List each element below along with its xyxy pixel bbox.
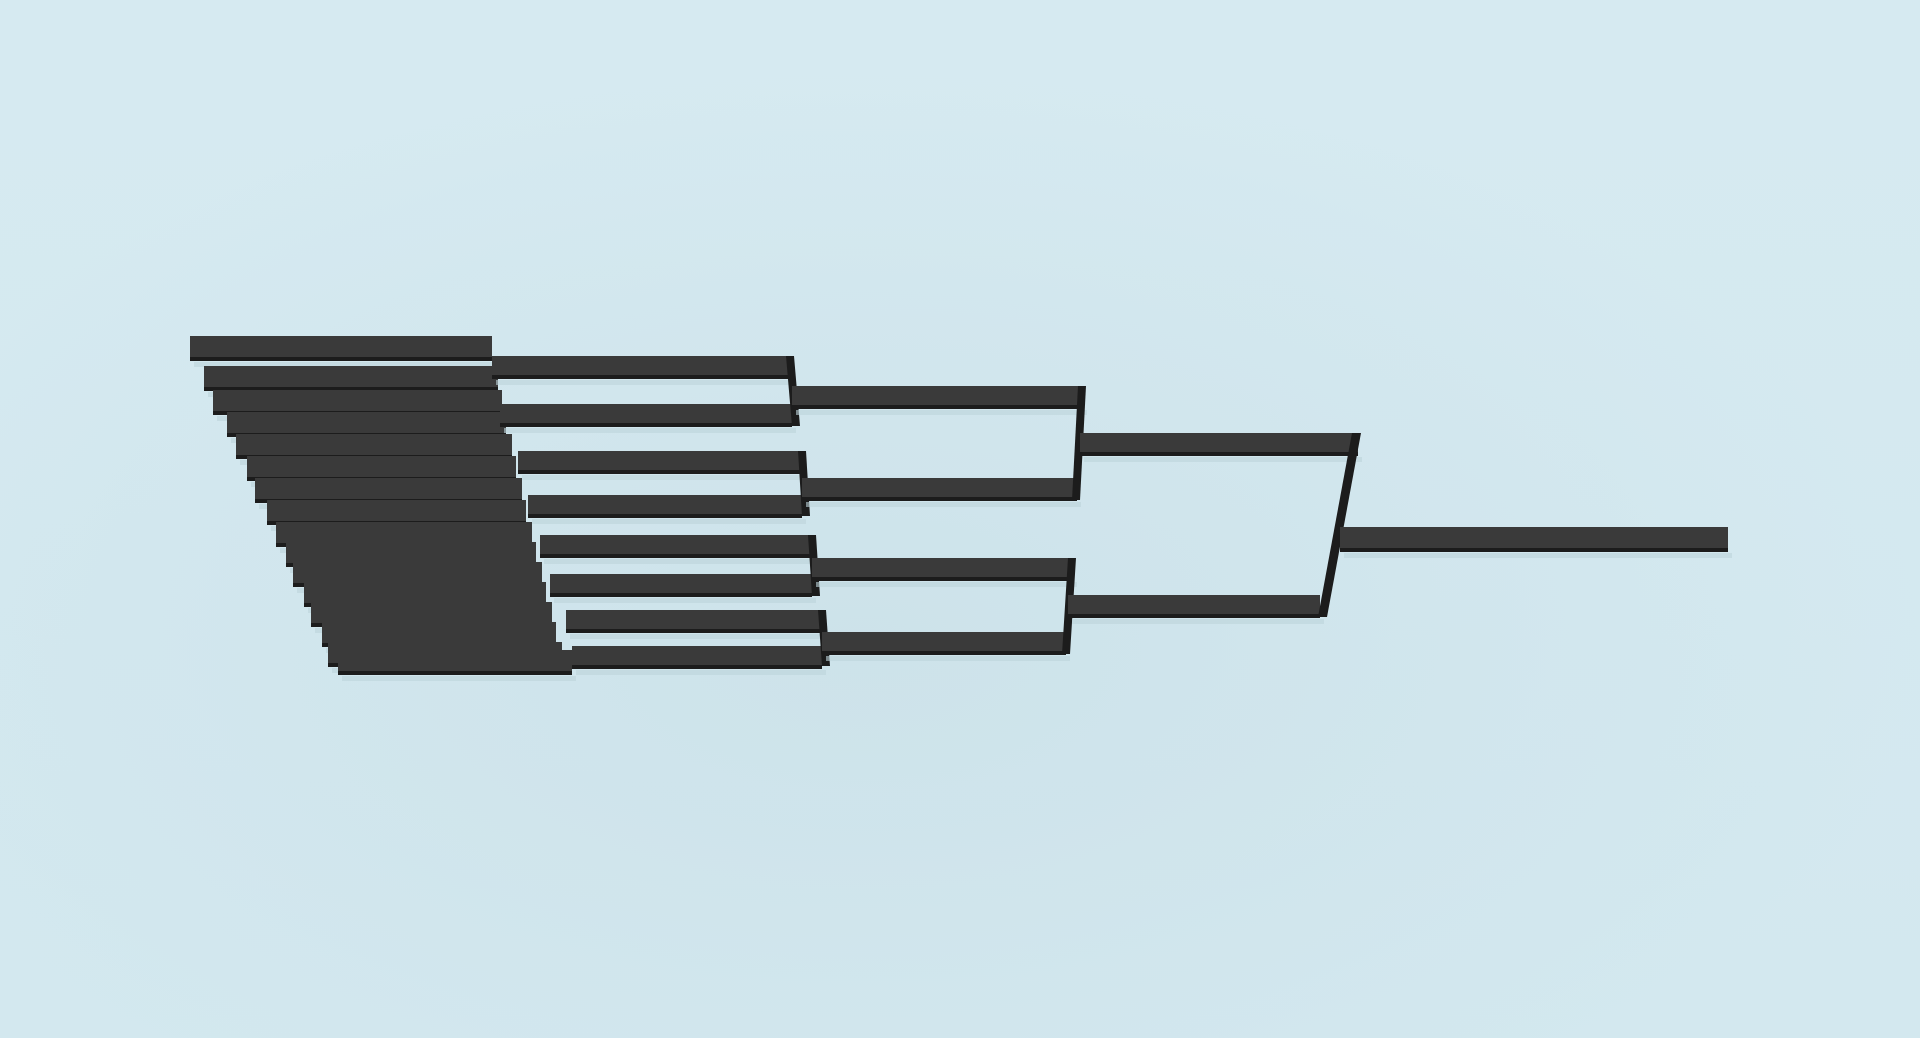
round1-slab-3 (213, 390, 502, 411)
round2-bar-2-shadow (504, 428, 796, 433)
round1-slab-8 (267, 500, 526, 521)
round3-bar-3 (812, 558, 1073, 577)
round1-slab-13 (311, 602, 552, 623)
round1-slab-2 (204, 366, 498, 387)
final-bar (1340, 527, 1728, 548)
round1-slab-1-side (190, 357, 492, 361)
round3-bar-2-side (802, 497, 1077, 501)
round2-bar-3 (518, 451, 802, 470)
round2-bar-7 (566, 610, 822, 629)
round3-bar-1 (792, 386, 1083, 405)
round4-bar-2 (1068, 595, 1320, 614)
round1-slab-1 (190, 336, 492, 357)
round2-bar-5-shadow (544, 559, 816, 564)
round3-bar-2 (802, 478, 1077, 497)
round3-bar-4-shadow (826, 656, 1070, 661)
round2-bar-4 (528, 495, 802, 514)
round3-link-1 (1072, 386, 1086, 500)
round2-bar-8-shadow (576, 670, 826, 675)
round1-slab-16 (338, 650, 572, 671)
final-bar-side (1340, 548, 1728, 552)
round4-link (1318, 433, 1361, 617)
round2-bar-8-side (572, 665, 822, 669)
round1-slab-2-side (204, 387, 498, 391)
round3-bar-4-side (822, 651, 1066, 655)
round1-slab-10 (286, 542, 536, 563)
round1-slab-14 (322, 622, 556, 643)
round2-bar-6-side (550, 593, 812, 597)
round2-bar-4-side (528, 514, 802, 518)
round2-bar-7-shadow (570, 634, 826, 639)
round3-bar-3-side (812, 577, 1073, 581)
round2-bar-5-side (540, 554, 812, 558)
round3-bar-4 (822, 632, 1066, 651)
round1-slab-4 (227, 412, 506, 433)
round4-bar-1 (1080, 433, 1358, 452)
round2-bar-3-side (518, 470, 802, 474)
round3-bar-1-side (792, 405, 1083, 409)
round1-slab-12 (304, 582, 546, 603)
round2-bar-5 (540, 535, 812, 554)
round1-slab-16-shadow (342, 676, 576, 681)
round2-bar-1-side (492, 375, 792, 379)
round3-bar-2-shadow (806, 502, 1081, 507)
round3-bar-3-shadow (816, 582, 1077, 587)
round2-bar-6 (550, 574, 812, 593)
round1-slab-16-side (338, 671, 572, 675)
round2-bar-4-shadow (532, 519, 806, 524)
round1-slab-11 (293, 562, 542, 583)
round1-slab-5 (236, 434, 512, 455)
round2-bar-1 (492, 356, 792, 375)
round4-bar-1-shadow (1084, 457, 1362, 462)
round4-bar-1-side (1080, 452, 1358, 456)
round2-bar-7-side (566, 629, 822, 633)
round4-bar-2-side (1068, 614, 1320, 618)
final-bar-shadow (1344, 553, 1732, 558)
round2-bar-2-side (500, 423, 792, 427)
round1-slab-7 (255, 478, 522, 499)
round2-bar-1-shadow (496, 380, 796, 385)
round4-bar-2-shadow (1072, 619, 1324, 624)
round1-slab-9 (276, 522, 532, 543)
round2-bar-6-shadow (554, 598, 816, 603)
bracket-structure (190, 336, 1732, 681)
round1-slab-6 (247, 456, 516, 477)
round1-slab-1-shadow (194, 362, 496, 367)
round3-bar-1-shadow (796, 410, 1087, 415)
round2-bar-2 (500, 404, 792, 423)
round2-bar-3-shadow (522, 475, 806, 480)
round2-bar-8 (572, 646, 822, 665)
